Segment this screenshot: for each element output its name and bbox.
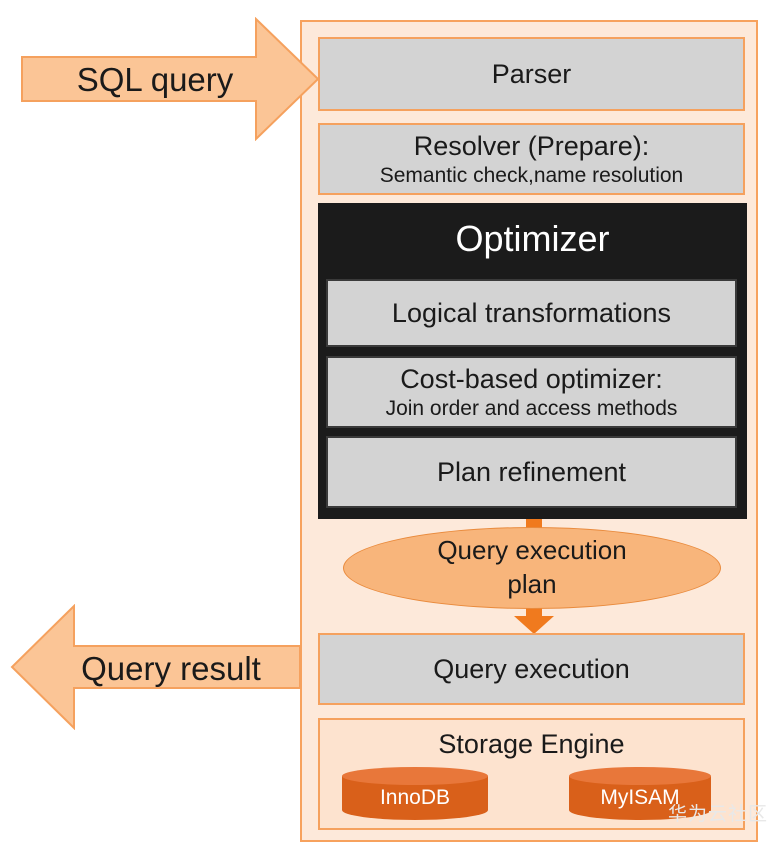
innodb-label: InnoDB [379,786,451,809]
query-execution-box: Query execution [318,633,745,705]
resolver-box: Resolver (Prepare): Semantic check,name … [318,123,745,195]
resolver-subtitle: Semantic check,name resolution [379,164,684,187]
flow-arrow-head [514,616,554,634]
storage-engine-title: Storage Engine [438,728,625,759]
query-result-label: Query result [81,650,261,687]
logical-transformations-label: Logical transformations [391,297,672,328]
innodb-cylinder-icon [342,767,488,820]
parser-box: Parser [318,37,745,111]
cost-based-optimizer-box: Cost-based optimizer: Join order and acc… [326,356,737,428]
plan-refinement-label: Plan refinement [436,456,627,487]
cost-based-optimizer-subtitle: Join order and access methods [385,397,678,420]
parser-label: Parser [491,58,572,89]
optimizer-title: Optimizer [455,218,610,259]
query-execution-plan-line2: plan [507,569,557,599]
query-execution-plan-ellipse: Query execution plan [343,527,721,609]
sql-query-arrow [21,17,320,141]
query-execution-plan-line1: Query execution [437,535,627,566]
query-execution-label: Query execution [433,653,630,684]
resolver-title: Resolver (Prepare): [413,131,650,161]
query-result-arrow [10,604,301,730]
watermark: 华为云社区 [667,804,768,825]
logical-transformations-box: Logical transformations [326,279,737,347]
myisam-label: MyISAM [600,786,680,809]
cost-based-optimizer-title: Cost-based optimizer: [400,364,663,394]
flow-arrow-stem-top [526,519,542,529]
sql-query-label: SQL query [76,61,234,98]
myisam-cylinder-icon [569,767,711,820]
plan-refinement-box: Plan refinement [326,436,737,508]
